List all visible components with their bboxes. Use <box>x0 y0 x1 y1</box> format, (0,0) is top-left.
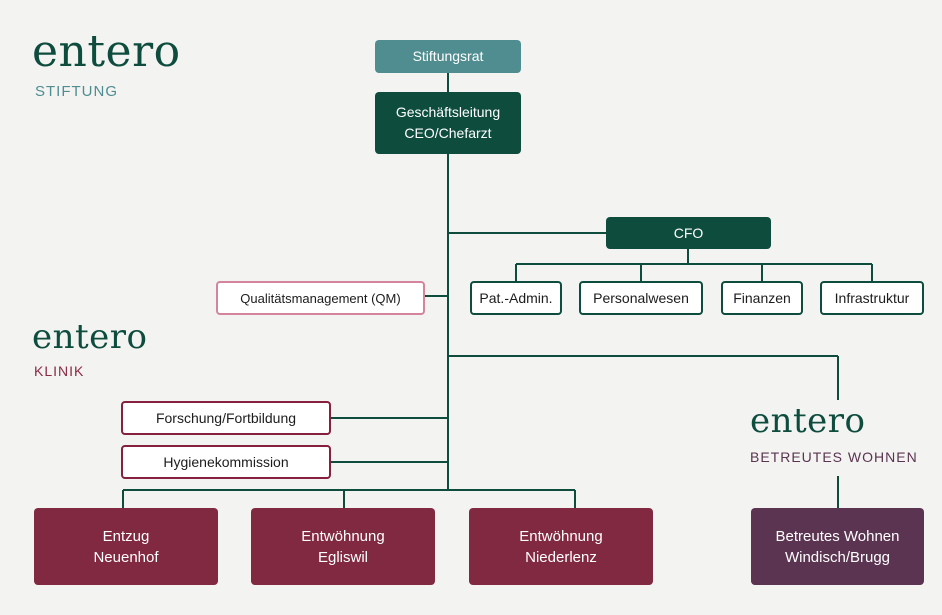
logo-wordmark: entero <box>32 26 181 77</box>
node-hygienekommission: Hygienekommission <box>121 445 331 479</box>
node-entwoehnung-niederlenz: Entwöhnung Niederlenz <box>469 508 653 585</box>
logo-wordmark: entero <box>750 401 866 441</box>
node-stiftungsrat: Stiftungsrat <box>375 40 521 73</box>
logo-subtitle: KLINIK <box>34 363 85 379</box>
node-betreutes-wohnen: Betreutes Wohnen Windisch/Brugg <box>751 508 924 585</box>
node-entwoehnung-egliswil: Entwöhnung Egliswil <box>251 508 435 585</box>
logo-subtitle: BETREUTES WOHNEN <box>750 449 918 465</box>
node-infrastruktur: Infrastruktur <box>820 281 924 315</box>
node-finanzen: Finanzen <box>721 281 803 315</box>
logo-wordmark: entero <box>32 317 148 357</box>
node-pat-admin: Pat.-Admin. <box>470 281 562 315</box>
entero-stiftung-logo: entero STIFTUNG <box>32 26 181 100</box>
node-entzug-neuenhof: Entzug Neuenhof <box>34 508 218 585</box>
node-cfo: CFO <box>606 217 771 249</box>
node-personalwesen: Personalwesen <box>579 281 703 315</box>
entero-wohnen-logo: entero BETREUTES WOHNEN <box>750 404 918 464</box>
node-geschaeftsleitung: Geschäftsleitung CEO/Chefarzt <box>375 92 521 154</box>
logo-subtitle: STIFTUNG <box>35 83 118 100</box>
entero-klinik-logo: entero KLINIK <box>32 320 148 378</box>
node-forschung-fortbildung: Forschung/Fortbildung <box>121 401 331 435</box>
node-qualitaetsmanagement: Qualitätsmanagement (QM) <box>216 281 425 315</box>
